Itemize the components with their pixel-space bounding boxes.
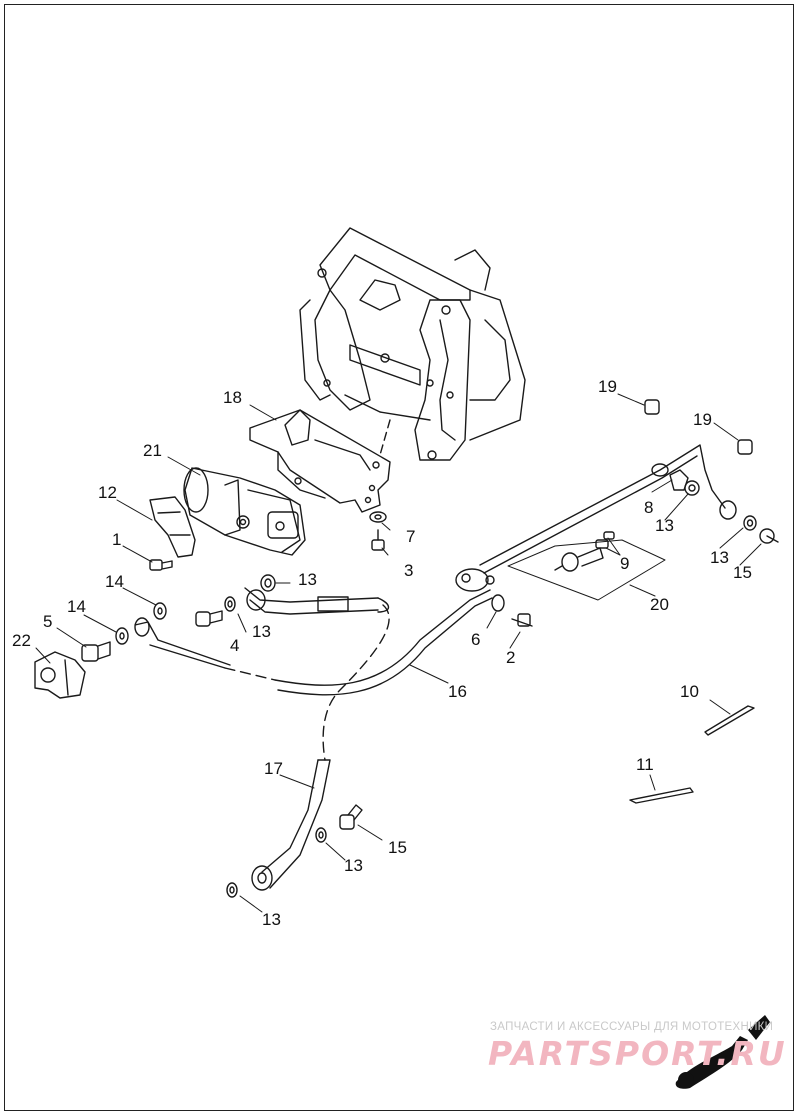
callout-15-b: 15 [388,838,407,857]
right-terminal [719,500,779,544]
callout-8: 8 [644,498,653,517]
callout-19-a: 19 [598,377,617,396]
washer-14b [115,627,129,645]
starter-bracket [249,409,391,513]
watermark-logo: PARTSPORT.RU [488,1034,787,1073]
watermark-tagline: ЗАПЧАСТИ И АКСЕССУАРЫ ДЛЯ МОТОТЕХНИКИ [490,1021,774,1033]
callout-13-a: 13 [298,570,317,589]
callout-13-c: 13 [655,516,674,535]
cable-17 [251,759,331,891]
cable-16 [274,589,493,696]
callout-2: 2 [506,648,515,667]
callout-14-b: 14 [67,597,86,616]
screw-3 [371,529,385,551]
callout-9: 9 [620,554,629,573]
screw-1 [149,559,173,571]
bolt-5 [81,641,111,662]
callout-4: 4 [230,636,239,655]
callout-22: 22 [12,631,31,650]
callout-1: 1 [112,530,121,549]
callout-5: 5 [43,612,52,631]
cable-tie-11 [629,787,694,804]
callout-3: 3 [404,561,413,580]
callout-14-a: 14 [105,572,124,591]
battery-cable-lower [134,587,390,761]
washer-7 [369,511,387,523]
watermark-moto-icon [675,1015,770,1089]
callout-11: 11 [636,755,654,774]
cable-tie-10 [704,705,755,736]
callout-6: 6 [471,630,480,649]
starter-motor [183,467,306,556]
washer-13d [315,827,327,843]
washer-13b [224,596,236,612]
bolt-15b [339,804,363,830]
terminal-clamp-22 [34,651,86,699]
switch-kit-20 [507,531,666,601]
callout-17: 17 [264,759,283,778]
callout-15-a: 15 [733,563,752,582]
callout-21: 21 [143,441,162,460]
washer-13a [260,574,276,592]
callout-labels: 1 2 3 4 5 6 7 8 9 10 11 12 13 13 13 13 1… [12,377,752,929]
cap-19a [644,399,660,415]
callout-13-e: 13 [344,856,363,875]
cap-19b [737,439,753,455]
cable-upper [455,444,726,627]
callout-18: 18 [223,388,242,407]
washer-13c [684,480,700,496]
diagram-frame [4,4,794,1111]
callout-13-b: 13 [252,622,271,641]
callout-12: 12 [98,483,117,502]
callout-16: 16 [448,682,467,701]
callout-7: 7 [406,527,415,546]
callout-13-d: 13 [710,548,729,567]
frame-assembly [299,227,526,461]
leader-lines [35,393,762,913]
bolt-4 [195,610,223,627]
callout-20: 20 [650,595,669,614]
starter-shield [149,496,196,558]
washer-14a [153,602,167,620]
callout-13-f: 13 [262,910,281,929]
washer-13e [226,882,238,898]
callout-10: 10 [680,682,699,701]
callout-19-b: 19 [693,410,712,429]
